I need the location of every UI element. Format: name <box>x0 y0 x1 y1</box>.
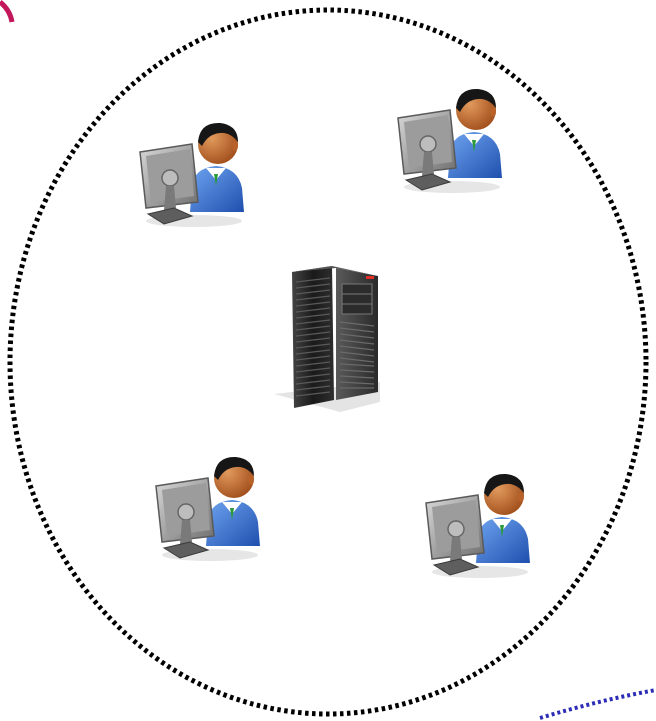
user-computer-icon-2 <box>398 89 502 193</box>
connector-line <box>540 690 656 718</box>
corner-arc <box>0 2 12 22</box>
user-computer-icon-1 <box>140 123 244 227</box>
server-icon <box>274 266 380 412</box>
user-computer-icon-3 <box>156 457 260 561</box>
user-computer-icon-4 <box>426 474 530 578</box>
